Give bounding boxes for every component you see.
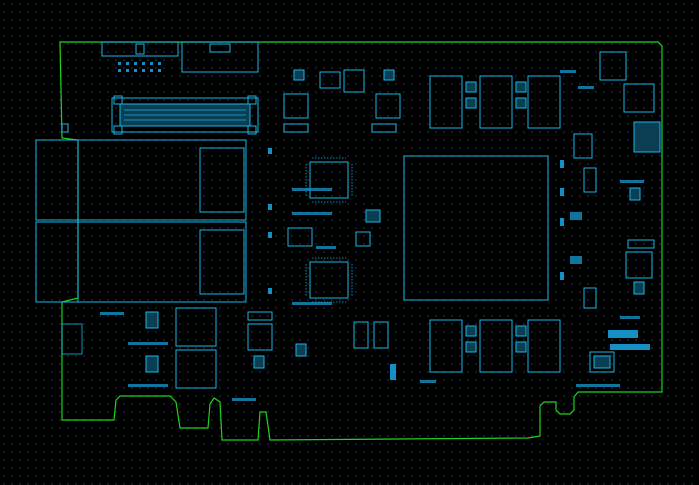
mid-components [247, 69, 401, 369]
passive-pads [100, 70, 650, 401]
board-outline [59, 41, 663, 441]
chip-icon [403, 155, 549, 301]
qfp-chips [305, 157, 353, 303]
memory-chip-bottom [429, 319, 561, 373]
lower-left-chips [61, 123, 273, 389]
memory-chip-top [429, 75, 561, 129]
hd-connector [111, 95, 259, 135]
right-components [573, 51, 661, 373]
top-connector [101, 41, 259, 73]
sfp-cage-icon [35, 139, 247, 303]
